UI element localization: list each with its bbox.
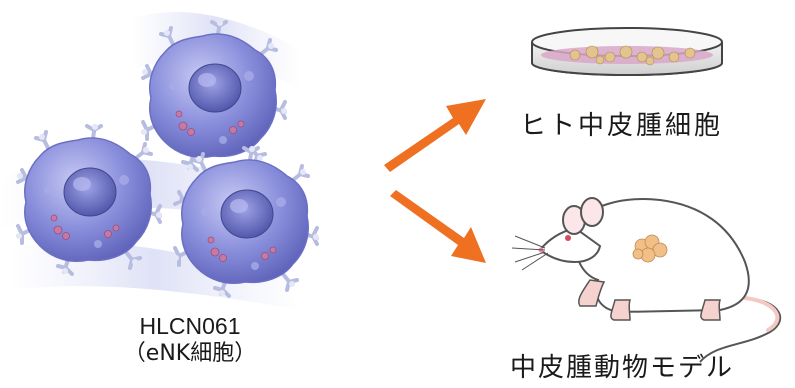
mouse-icon <box>511 197 782 363</box>
target-label-model: 中皮腫動物モデル <box>510 353 735 383</box>
arrow-icon <box>384 99 486 263</box>
petri-dish-icon <box>531 27 723 76</box>
cell-label: HLCN061 <box>139 313 241 339</box>
cell-sublabel: （eNK細胞） <box>123 341 257 366</box>
target-label-cells: ヒト中皮腫細胞 <box>520 111 724 141</box>
